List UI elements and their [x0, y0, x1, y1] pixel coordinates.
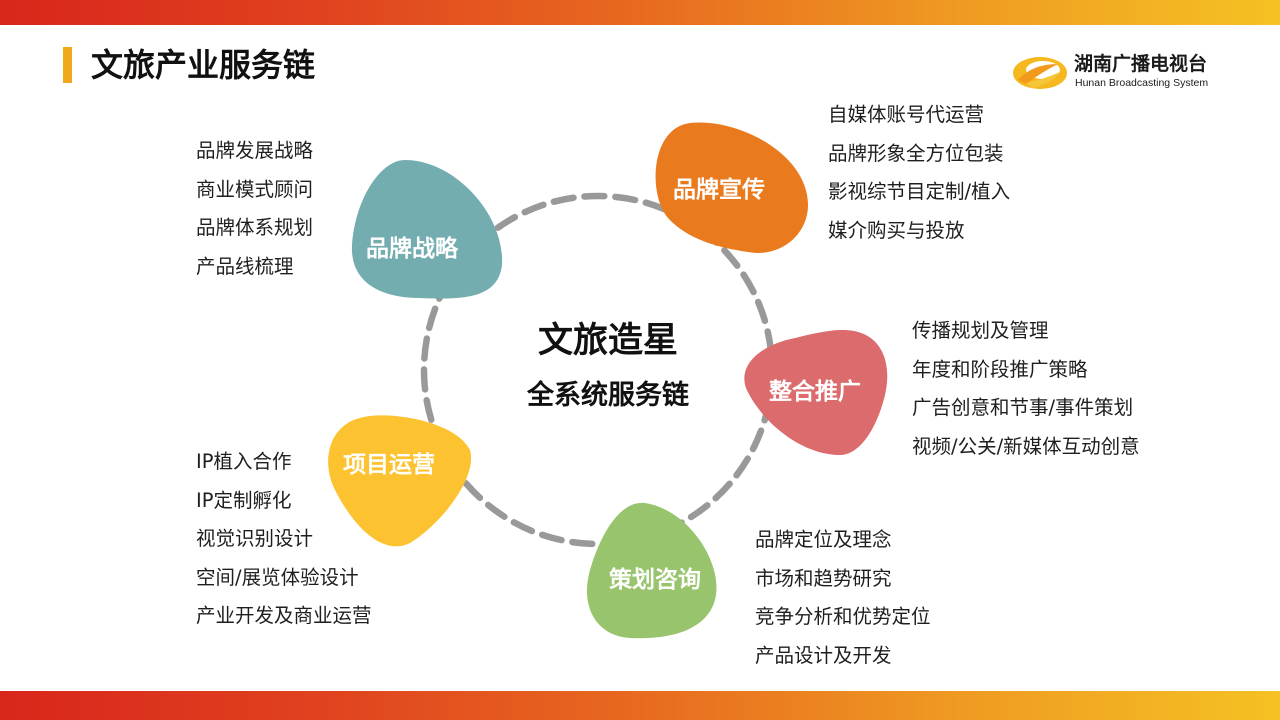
brand-promotion-list: 自媒体账号代运营 品牌形象全方位包装 影视综节目定制/植入 媒介购买与投放: [828, 96, 1010, 250]
list-item: 自媒体账号代运营: [828, 103, 985, 126]
planning-consulting-list: 品牌定位及理念 市场和趋势研究 竞争分析和优势定位 产品设计及开发: [755, 521, 931, 675]
node-label-integrated-marketing: 整合推广: [769, 379, 861, 405]
list-item: 品牌形象全方位包装: [828, 141, 1004, 165]
list-item: 产品线梳理: [196, 254, 294, 278]
brand-strategy-list: 品牌发展战略 商业模式顾问 品牌体系规划 产品线梳理: [196, 132, 313, 286]
node-label-planning-consulting: 策划咨询: [609, 567, 701, 593]
list-item: IP植入合作: [196, 450, 292, 473]
list-item: 竞争分析和优势定位: [755, 605, 931, 628]
list-item: 传播规划及管理: [912, 319, 1049, 342]
list-item: 品牌定位及理念: [755, 528, 892, 551]
list-item: 产品设计及开发: [755, 643, 892, 667]
project-operation-list: IP植入合作 IP定制孵化 视觉识别设计 空间/展览体验设计 产业开发及商业运营: [196, 443, 372, 636]
list-item: 产业开发及商业运营: [196, 604, 372, 627]
title-accent-bar: [63, 47, 72, 83]
integrated-marketing-list: 传播规划及管理 年度和阶段推广策略 广告创意和节事/事件策划 视频/公关/新媒体…: [912, 312, 1140, 466]
list-item: 视觉识别设计: [196, 527, 314, 550]
top-gradient-band: [0, 0, 1280, 25]
logo-name-en: Hunan Broadcasting System: [1075, 77, 1209, 89]
list-item: 年度和阶段推广策略: [912, 357, 1088, 381]
node-label-project-operation: 项目运营: [343, 452, 435, 478]
center-subtitle: 全系统服务链: [527, 380, 689, 411]
bottom-gradient-band: [0, 691, 1280, 720]
page-title: 文旅产业服务链: [91, 46, 316, 84]
list-item: 媒介购买与投放: [828, 218, 965, 242]
hbs-logo: 湖南广播电视台 Hunan Broadcasting System: [1012, 50, 1252, 96]
list-item: 影视综节目定制/植入: [828, 180, 1011, 203]
list-item: 市场和趋势研究: [755, 566, 892, 590]
node-label-brand-strategy: 品牌战略: [366, 236, 458, 262]
list-item: 商业模式顾问: [196, 177, 314, 201]
node-label-brand-promotion: 品牌宣传: [673, 177, 765, 203]
hbs-logo-icon: [1013, 57, 1067, 89]
list-item: 品牌发展战略: [196, 139, 314, 162]
list-item: 品牌体系规划: [196, 216, 314, 239]
center-title: 文旅造星: [537, 321, 678, 361]
list-item: 视频/公关/新媒体互动创意: [912, 434, 1140, 458]
list-item: IP定制孵化: [196, 488, 292, 512]
list-item: 广告创意和节事/事件策划: [912, 396, 1134, 419]
list-item: 空间/展览体验设计: [196, 565, 359, 589]
logo-name-cn: 湖南广播电视台: [1074, 53, 1208, 75]
